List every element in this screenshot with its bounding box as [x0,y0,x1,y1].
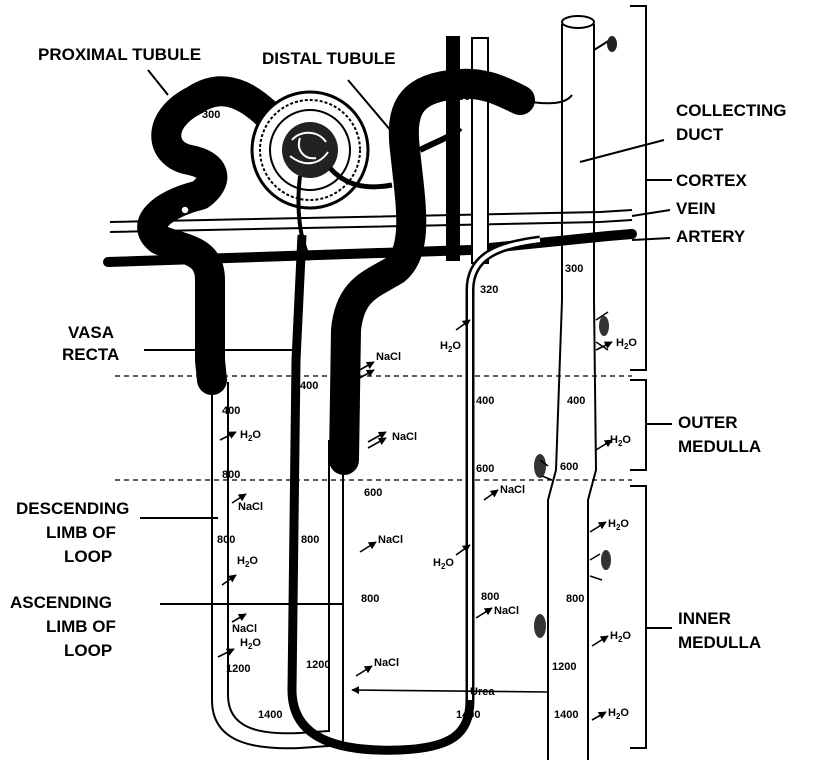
vasa-recta-label-2: RECTA [62,345,119,364]
cortex-label: CORTEX [676,171,748,190]
osm-value: 1400 [258,709,282,721]
nacl-label: NaCl [392,431,417,443]
transport-arrows [218,320,612,720]
nacl-label: NaCl [494,605,519,617]
vasa-recta-label-1: VASA [68,323,114,342]
osm-value: 1400 [456,709,480,721]
zone-brackets [630,6,672,748]
nacl-label: NaCl [500,484,525,496]
vein-label: VEIN [676,199,716,218]
h2o-label: H2O [610,434,631,448]
osmolarity-values: 300 300 100 300 320 100 200 400 400 400 … [202,91,585,721]
inner-medulla-label-2: MEDULLA [678,633,761,652]
osm-value: 100 [452,91,470,103]
osm-value: 400 [567,395,585,407]
collecting-duct-label-2: DUCT [676,125,724,144]
nacl-label: NaCl [374,657,399,669]
osm-value: 800 [217,534,235,546]
artery-label: ARTERY [676,227,746,246]
nacl-label: NaCl [232,623,257,635]
urea-arrow [352,690,548,692]
osm-value: 1200 [552,661,576,673]
h2o-label: H2O [240,429,261,443]
h2o-label: H2O [440,340,461,354]
nacl-label: NaCl [376,351,401,363]
distal-tubule-label: DISTAL TUBULE [262,49,395,68]
osm-value: 400 [476,395,494,407]
h2o-label: H2O [616,337,637,351]
nacl-label: NaCl [378,534,403,546]
urea-label: Urea [470,686,495,698]
h2o-label: H2O [240,637,261,651]
osm-value: 800 [481,591,499,603]
osm-value: 600 [560,461,578,473]
ascending-limb-label-2: LIMB OF [46,617,116,636]
osm-value: 1200 [226,663,250,675]
h2o-label: H2O [237,555,258,569]
ascending-limb-label-3: LOOP [64,641,112,660]
osm-value: 600 [364,487,382,499]
osm-value: 400 [222,405,240,417]
osm-value: 600 [476,463,494,475]
proximal-tubule-label: PROXIMAL TUBULE [38,45,201,64]
descending-limb-label-1: DESCENDING [16,499,129,518]
descending-limb-label-3: LOOP [64,547,112,566]
ascending-limb-label-1: ASCENDING [10,593,112,612]
osm-value: 320 [480,284,498,296]
osm-value: 400 [300,380,318,392]
osm-value: 400 [342,402,360,414]
nacl-label: NaCl [238,501,263,513]
inner-medulla-label-1: INNER [678,609,731,628]
h2o-label: H2O [608,707,629,721]
h2o-label: H2O [610,630,631,644]
osm-value: 800 [361,593,379,605]
glomerulus [252,92,460,260]
osm-value: 1400 [554,709,578,721]
collecting-duct [534,16,617,760]
osm-value: 100 [340,322,358,334]
osm-value: 300 [565,263,583,275]
descending-limb-label-2: LIMB OF [46,523,116,542]
osm-value: 800 [566,593,584,605]
h2o-label: H2O [608,518,629,532]
osm-value: 1200 [306,659,330,671]
collecting-duct-label-1: COLLECTING [676,101,787,120]
osm-value: 800 [301,534,319,546]
osm-value: 800 [222,469,240,481]
outer-medulla-label-1: OUTER [678,413,738,432]
outer-medulla-label-2: MEDULLA [678,437,761,456]
h2o-label: H2O [433,557,454,571]
osm-value: 300 [202,293,220,305]
osm-value: 300 [202,109,220,121]
